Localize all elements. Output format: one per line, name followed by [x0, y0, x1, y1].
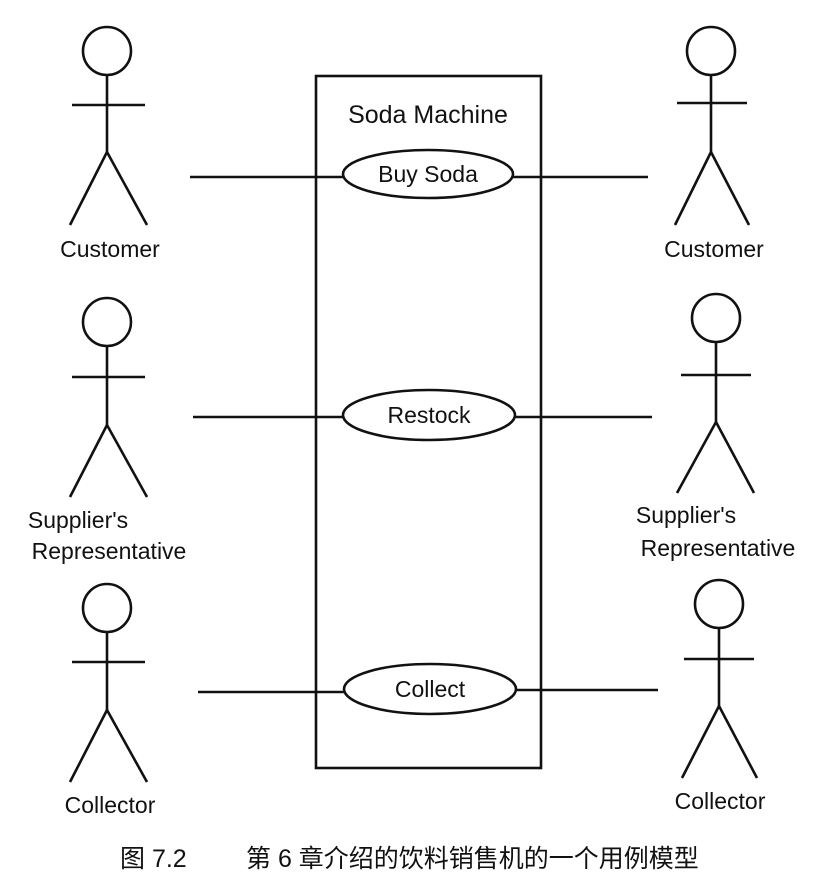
use-case-oval: [341, 148, 515, 200]
actor-right-leg: [717, 705, 759, 779]
actor-collector-right: Collector: [675, 578, 766, 814]
actor-label-line-2: Representative: [641, 535, 796, 561]
actor-head: [693, 578, 745, 630]
use-case-label: Collect: [395, 676, 466, 702]
use-case-label: Restock: [387, 402, 471, 428]
actor-right-leg: [105, 709, 149, 783]
use-case-collect: Collect: [342, 662, 518, 716]
caption-text: 第 6 章介绍的饮料销售机的一个用例模型: [246, 845, 699, 873]
actor-head: [690, 292, 742, 344]
use-case-label: Buy Soda: [378, 161, 478, 187]
actor-customer-right: Customer: [664, 25, 764, 262]
actor-right-leg: [105, 151, 149, 226]
actor-label: Customer: [664, 236, 764, 262]
actor-label-line-1: Supplier's: [28, 507, 128, 533]
actor-supplier-representative-right: Supplier's Representative: [636, 292, 796, 561]
actor-left-leg: [68, 151, 109, 226]
actor-label-line-2: Representative: [32, 538, 187, 564]
actor-head: [81, 25, 133, 77]
figure-caption: 图 7.2 第 6 章介绍的饮料销售机的一个用例模型: [120, 845, 699, 873]
actor-label: Customer: [60, 236, 160, 262]
actor-left-leg: [680, 705, 721, 779]
system-title: Soda Machine: [348, 101, 508, 129]
use-case-oval: [342, 662, 518, 716]
actor-left-leg: [673, 151, 713, 226]
actor-supplier-representative-left: Supplier's Representative: [28, 296, 187, 564]
use-case-oval: [341, 388, 517, 442]
actor-left-leg: [675, 421, 718, 494]
actor-head: [81, 296, 133, 348]
actor-left-leg: [68, 424, 109, 498]
actor-left-leg: [68, 709, 109, 783]
actor-head: [685, 25, 737, 77]
actor-collector-left: Collector: [65, 582, 156, 818]
actor-label: Collector: [65, 792, 156, 818]
actor-right-leg: [105, 424, 149, 498]
actor-right-leg: [709, 151, 751, 226]
system-boundary: [314, 74, 543, 770]
actor-right-leg: [714, 421, 756, 494]
actor-label: Collector: [675, 788, 766, 814]
actor-customer-left: Customer: [60, 25, 160, 262]
actor-head: [81, 582, 133, 634]
use-case-restock: Restock: [341, 388, 517, 442]
use-case-buy-soda: Buy Soda: [341, 148, 515, 200]
caption-figure-number: 图 7.2: [120, 845, 187, 873]
actor-label-line-1: Supplier's: [636, 502, 736, 528]
